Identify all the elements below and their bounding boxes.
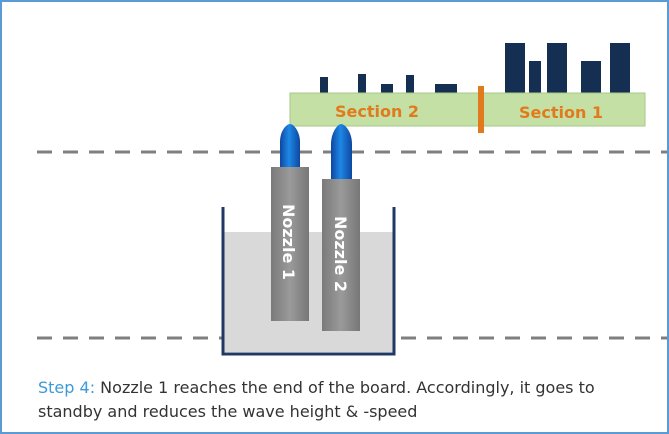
- step-caption: Step 4: Nozzle 1 reaches the end of the …: [38, 376, 658, 424]
- component: [505, 43, 525, 93]
- component: [529, 61, 541, 93]
- nozzle-2-label: Nozzle 2: [331, 216, 350, 292]
- nozzle-1: [271, 167, 309, 321]
- solder-wave-1: [280, 124, 300, 168]
- pcb-board: [289, 92, 646, 127]
- component: [406, 75, 414, 93]
- component: [547, 43, 567, 93]
- step-label: Step 4: [38, 378, 90, 397]
- section-2-components: [320, 74, 457, 93]
- nozzle-2: [322, 179, 360, 331]
- step-description: Nozzle 1 reaches the end of the board. A…: [38, 378, 595, 421]
- component: [610, 43, 630, 93]
- step-colon: :: [89, 378, 96, 397]
- component: [358, 74, 366, 93]
- nozzle-1-label: Nozzle 1: [279, 204, 298, 280]
- component: [581, 61, 601, 93]
- component: [381, 84, 393, 93]
- solder-tank: [221, 207, 396, 356]
- section-1-label: Section 1: [519, 103, 603, 122]
- section-1-components: [505, 43, 630, 93]
- section-divider: [478, 86, 484, 133]
- component: [320, 77, 328, 93]
- solder-wave-2: [331, 124, 352, 180]
- section-2-label: Section 2: [335, 102, 419, 121]
- component: [435, 84, 457, 93]
